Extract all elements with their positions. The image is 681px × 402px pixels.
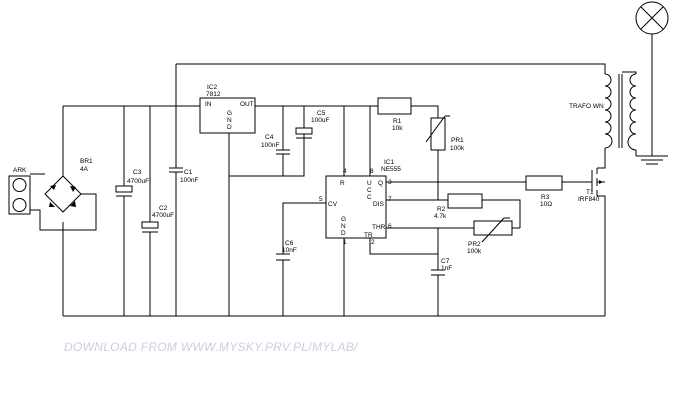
c6-value: 10nF	[282, 247, 297, 254]
c6-ref: C6	[285, 240, 294, 247]
t1-ref: T1	[586, 189, 594, 196]
c2-ref: C2	[159, 205, 168, 212]
pr1-ref: PR1	[451, 137, 464, 144]
c1-value: 100nF	[180, 177, 198, 184]
ic2-pin-out: OUT	[240, 101, 254, 108]
ic1-pin-num-6: 6	[388, 223, 392, 230]
ic1-pin-cv: CV	[328, 201, 338, 208]
ic1-ref: IC1	[384, 159, 395, 166]
ic1-pin-num-3: 3	[388, 179, 392, 186]
ic1-pin-num-5: 5	[319, 196, 323, 203]
trafo-label: TRAFO WN	[569, 103, 604, 110]
capacitor-c1: C1 100nF	[169, 167, 198, 184]
ic1-pin-thr: THR	[372, 224, 386, 231]
capacitor-c3: C3 4700uF	[115, 169, 149, 197]
ic1-pin-r: R	[340, 180, 345, 187]
br1-ref: BR1	[80, 158, 93, 165]
c2-value: 4700uF	[152, 212, 174, 219]
capacitor-c7: C7 1nF	[431, 258, 452, 280]
ic1-pin-vcc-c2: C	[367, 194, 372, 201]
timer-ic1: IC1 NE555 R CV G N D U C C Q DIS THR TR …	[319, 159, 401, 246]
ic1-pin-num-4: 4	[343, 168, 347, 175]
lamp-icon	[635, 1, 669, 35]
capacitor-c4: C4 100nF	[261, 134, 290, 160]
potentiometer-pr1: PR1 100k	[425, 115, 465, 152]
mosfet-t1: T1 IRF840	[578, 168, 605, 203]
pr2-value: 100k	[467, 248, 482, 255]
capacitor-c5: C5 100uF	[295, 110, 329, 140]
potentiometer-pr2: PR2 100k	[467, 217, 513, 255]
ic1-pin-vcc-c1: C	[367, 187, 372, 194]
r1-ref: R1	[393, 118, 402, 125]
ic2-ref: IC2	[207, 84, 218, 91]
pr1-value: 100k	[450, 145, 465, 152]
ic1-pin-gnd-g: G	[341, 216, 346, 223]
ic2-pin-gnd-g: G	[227, 110, 232, 117]
pr2-ref: PR2	[468, 241, 481, 248]
ic1-pin-num-7: 7	[388, 196, 392, 203]
resistor-r3: R3 10Ω	[525, 175, 563, 208]
transformer-trafo: TRAFO WN	[569, 73, 637, 151]
c5-ref: C5	[317, 110, 326, 117]
ic2-pin-gnd-d: D	[227, 124, 232, 131]
ic1-value: NE555	[381, 166, 401, 173]
c3-ref: C3	[133, 169, 142, 176]
resistor-r1: R1 10k	[377, 97, 412, 132]
ic1-pin-vcc-u: U	[367, 180, 372, 187]
c7-value: 1nF	[441, 265, 452, 272]
ic1-pin-gnd-n: N	[341, 223, 346, 230]
ic2-pin-in: IN	[205, 101, 212, 108]
r2-ref: R2	[437, 206, 446, 213]
capacitor-c6: C6 10nF	[276, 240, 297, 264]
c5-value: 100uF	[311, 117, 329, 124]
ic1-pin-tr: TR	[364, 232, 373, 239]
watermark: DOWNLOAD FROM WWW.MYSKY.PRV.PL/MYLAB/	[64, 340, 359, 354]
c1-ref: C1	[184, 169, 193, 176]
r2-value: 4.7k	[434, 213, 447, 220]
ground-icon	[636, 155, 668, 165]
ic2-pin-gnd-n: N	[227, 117, 232, 124]
r3-ref: R3	[541, 194, 550, 201]
resistor-r2: R2 4.7k	[434, 193, 483, 220]
ic1-pin-dis: DIS	[373, 201, 385, 208]
capacitor-c2: C2 4700uF	[141, 205, 174, 233]
ic1-pin-num-2: 2	[371, 239, 375, 246]
wires	[30, 34, 653, 317]
br1-value: 4A	[80, 166, 89, 173]
ark-connector: ARK	[8, 167, 31, 215]
r3-value: 10Ω	[540, 201, 552, 208]
ic1-pin-q: Q	[378, 180, 383, 187]
ic2-value: 7812	[206, 91, 221, 98]
t1-value: IRF840	[578, 196, 600, 203]
ic1-pin-gnd-d: D	[341, 230, 346, 237]
ic1-pin-num-1: 1	[343, 239, 347, 246]
ic1-pin-num-8: 8	[370, 168, 374, 175]
r1-value: 10k	[392, 125, 403, 132]
c7-ref: C7	[441, 258, 450, 265]
bridge-rectifier-br1: BR1 4A	[44, 158, 97, 213]
ark-label: ARK	[13, 167, 27, 174]
c4-value: 100nF	[261, 142, 279, 149]
c4-ref: C4	[265, 134, 274, 141]
c3-value: 4700uF	[127, 178, 149, 185]
regulator-ic2: IC2 7812 IN OUT G N D	[199, 84, 256, 134]
